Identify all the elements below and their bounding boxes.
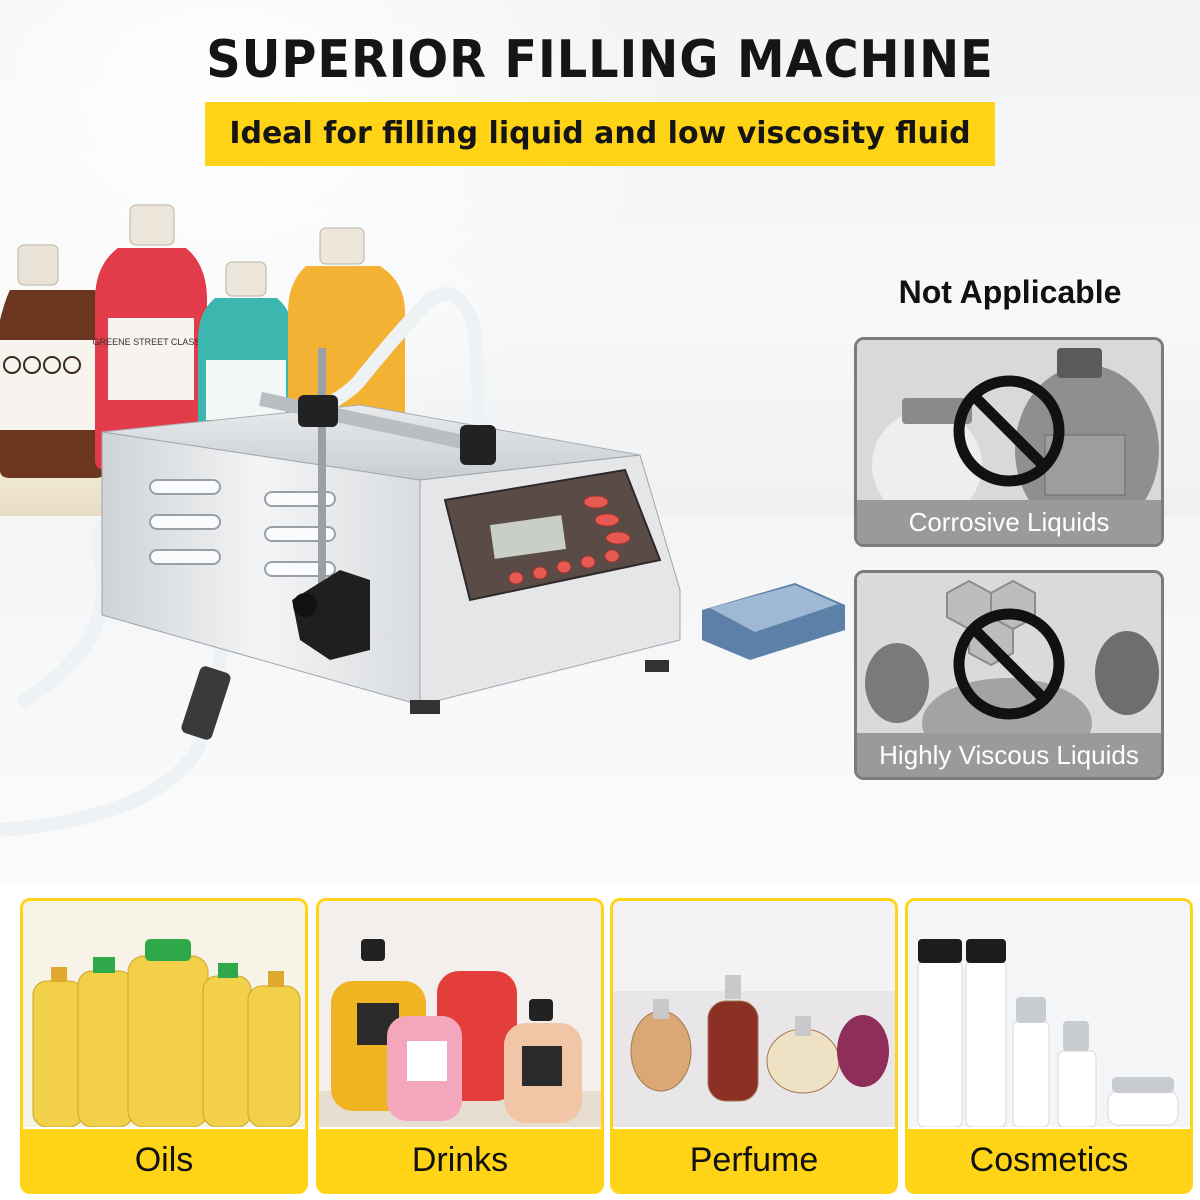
prohibited-icon (953, 375, 1065, 487)
not-applicable-card-corrosive: Corrosive Liquids (854, 337, 1164, 547)
prohibited-icon (953, 608, 1065, 720)
page-title: SUPERIOR FILLING MACHINE (206, 30, 994, 90)
application-card-oils: Oils (20, 898, 308, 1194)
application-card-perfume: Perfume (610, 898, 898, 1194)
machine-illustration: GREENE STREET CLASSIC (0, 204, 845, 837)
drink-bottles-image (319, 901, 601, 1127)
inlet-filter (181, 666, 231, 740)
label-strip (857, 500, 1161, 544)
not-applicable-label: Highly Viscous Liquids (879, 740, 1139, 770)
application-label: Perfume (689, 1141, 819, 1179)
label-strip (857, 733, 1161, 777)
label-bar (908, 1129, 1190, 1191)
not-applicable-heading: Not Applicable (898, 274, 1122, 310)
bottle-label-text: GREENE STREET CLASSIC (93, 337, 210, 347)
not-applicable-card-viscous: Highly Viscous Liquids (854, 570, 1164, 780)
label-bar (23, 1129, 305, 1191)
perfume-bottles-image (613, 901, 895, 1127)
red-bottle: GREENE STREET CLASSIC (93, 204, 210, 470)
cosmetic-bottles-image (908, 901, 1190, 1127)
brown-bottle (0, 244, 105, 478)
lcd-display (489, 515, 567, 559)
page-subtitle: Ideal for filling liquid and low viscosi… (229, 116, 971, 151)
label-bar (613, 1129, 895, 1191)
label-bar (319, 1129, 601, 1191)
subtitle-banner (205, 102, 995, 166)
tubing-inlet (0, 573, 237, 837)
panel-buttons (508, 495, 631, 585)
application-label: Drinks (411, 1141, 509, 1179)
oil-bottles-image (23, 901, 305, 1127)
not-applicable-label: Corrosive Liquids (908, 507, 1110, 537)
application-label: Cosmetics (969, 1141, 1129, 1179)
foot-pedal (702, 583, 845, 660)
orange-bottle (288, 227, 405, 430)
application-card-drinks: Drinks (316, 898, 604, 1194)
filling-machine-body (101, 348, 681, 714)
application-card-cosmetics: Cosmetics (905, 898, 1193, 1194)
application-label: Oils (134, 1141, 194, 1179)
